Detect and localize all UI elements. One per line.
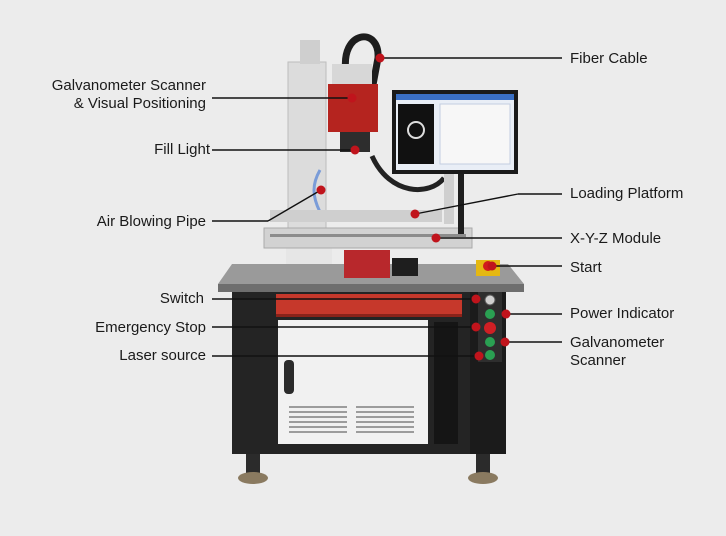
label-fiber-cable: Fiber Cable xyxy=(570,50,648,67)
label-air-blowing-pipe: Air Blowing Pipe xyxy=(96,213,206,230)
monitor-stand xyxy=(444,174,454,224)
xyz-module-rail xyxy=(270,234,466,237)
label-start: Start xyxy=(570,259,602,276)
side-vent xyxy=(434,322,458,444)
laser-button xyxy=(485,350,495,360)
xyz-motor xyxy=(344,250,390,278)
label-laser-source: Laser source xyxy=(119,347,206,364)
label-galvanometer-line-2: Scanner xyxy=(570,352,626,369)
power-light xyxy=(485,309,495,319)
label-fill-light: Fill Light xyxy=(154,141,210,158)
label-power-indicator: Power Indicator xyxy=(570,305,675,322)
camera-hose xyxy=(369,154,446,192)
loading-platform xyxy=(270,210,442,222)
label-galvanometer-scanner: Galvanometer Scanner xyxy=(570,334,664,370)
callout-dots xyxy=(316,53,511,361)
xyz-motor-black xyxy=(392,258,418,276)
door-vent-left xyxy=(289,406,347,433)
column-base xyxy=(286,244,332,264)
label-loading-platform: Loading Platform xyxy=(570,185,684,202)
foot-left-pad xyxy=(238,472,268,484)
switch-knob xyxy=(484,294,496,306)
foot-right-pad xyxy=(468,472,498,484)
scan-head xyxy=(328,84,378,132)
monitor-panel xyxy=(439,103,511,165)
door-vent-right xyxy=(356,406,414,433)
emergency-stop-button xyxy=(484,322,496,334)
air-pipe xyxy=(312,169,322,213)
scanner-button xyxy=(485,337,495,347)
camera-block xyxy=(340,132,370,152)
z-column-cap xyxy=(300,40,320,64)
door-handle xyxy=(284,360,294,394)
cabinet-door xyxy=(278,320,428,444)
label-emergency-stop: Emergency Stop xyxy=(95,319,206,336)
label-galvo-line-2: & Visual Positioning xyxy=(73,95,206,112)
label-galvanometer-scanner-visual-positioning: Galvanometer Scanner & Visual Positionin… xyxy=(52,77,206,113)
label-xyz-module: X-Y-Z Module xyxy=(570,230,662,247)
drawer-shadow xyxy=(276,314,462,317)
drawer xyxy=(276,294,462,316)
laser-head xyxy=(332,64,372,86)
label-galvanometer-line-1: Galvanometer xyxy=(570,334,665,351)
monitor-target xyxy=(407,121,425,139)
foot-left xyxy=(246,454,260,476)
monitor-title-bar xyxy=(396,94,514,100)
callout-lines xyxy=(212,57,562,357)
label-galvo-line-1: Galvanometer Scanner xyxy=(51,77,206,94)
monitor-arm xyxy=(458,174,464,234)
label-switch: Switch xyxy=(159,290,204,307)
foot-right xyxy=(476,454,490,476)
monitor-viewport xyxy=(398,104,434,164)
cabinet-top-edge xyxy=(218,284,524,292)
